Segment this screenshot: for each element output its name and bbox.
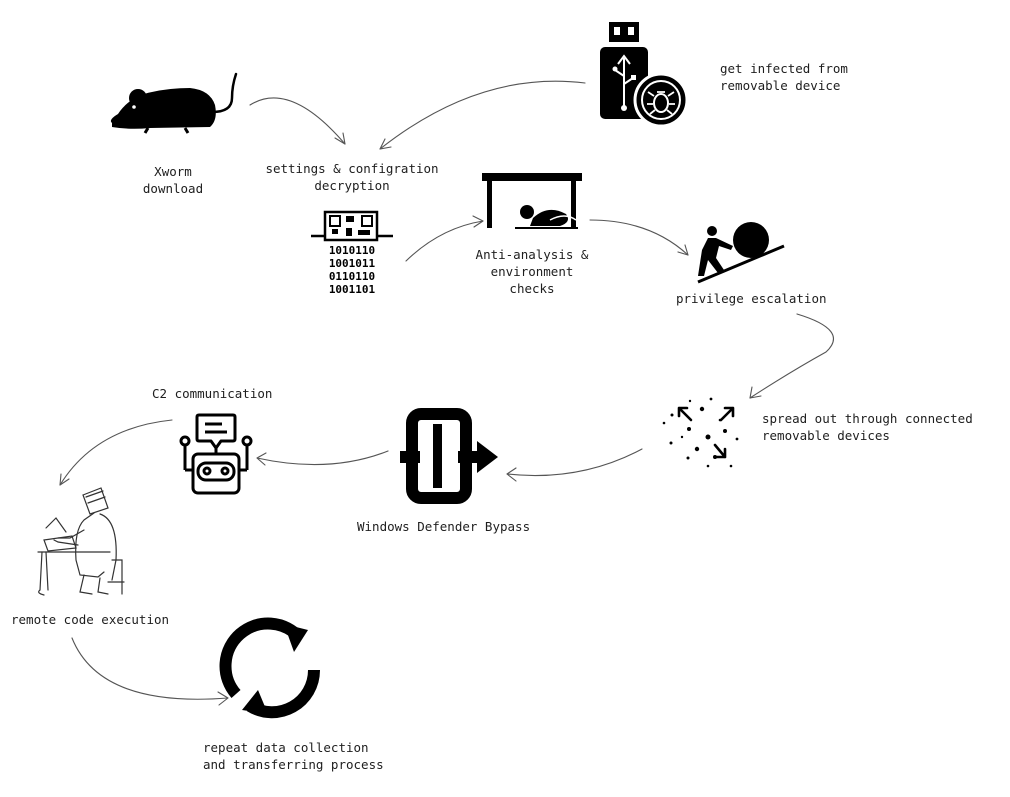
- arrow-xworm-to-settings: [249, 97, 346, 145]
- label-privilege-escalation: privilege escalation: [676, 291, 827, 306]
- scatter-icon: [662, 397, 739, 468]
- label-anti-analysis: Anti-analysis & environment checks: [475, 247, 589, 296]
- rat-icon: [110, 72, 238, 134]
- pushing-boulder-icon: [697, 222, 785, 284]
- svg-text:1001011: 1001011: [329, 257, 376, 270]
- arrow-settings-to-anti: [405, 220, 484, 262]
- arrow-c2-to-rce: [59, 419, 173, 486]
- label-xworm-download: Xworm download: [142, 164, 204, 196]
- exit-bypass-icon: [400, 408, 498, 504]
- label-defender-bypass: Windows Defender Bypass: [357, 519, 531, 534]
- arrow-defender-to-c2: [256, 450, 389, 466]
- arrow-usb-to-settings: [379, 80, 586, 150]
- label-spread-removable: spread out through connected removable d…: [762, 411, 973, 443]
- svg-text:0110110: 0110110: [329, 270, 375, 283]
- label-remote-code-execution: remote code execution: [11, 612, 170, 627]
- label-c2-communication: C2 communication: [152, 386, 273, 401]
- svg-text:1001101: 1001101: [329, 283, 376, 296]
- svg-text:1010110: 1010110: [329, 244, 375, 257]
- arrow-anti-to-priv: [589, 219, 689, 256]
- arrow-spread-to-defender: [506, 448, 643, 477]
- label-settings-decryption: settings & configration decryption: [265, 161, 439, 193]
- hiding-under-table-icon: [482, 173, 582, 229]
- label-usb-infection: get infected from removable device: [720, 61, 848, 93]
- hacker-at-desk-icon: [37, 487, 125, 596]
- chatbot-icon: [179, 413, 253, 495]
- label-repeat-process: repeat data collection and transferring …: [203, 740, 384, 772]
- repeat-cycle-icon: [219, 617, 321, 719]
- arrow-priv-to-spread: [749, 313, 834, 399]
- qr-binary-icon: 1010110 1001011 0110110 1001101: [311, 210, 393, 296]
- usb-virus-icon: [600, 22, 689, 128]
- arrow-rce-to-repeat: [71, 637, 229, 700]
- flow-arrows: [59, 80, 834, 706]
